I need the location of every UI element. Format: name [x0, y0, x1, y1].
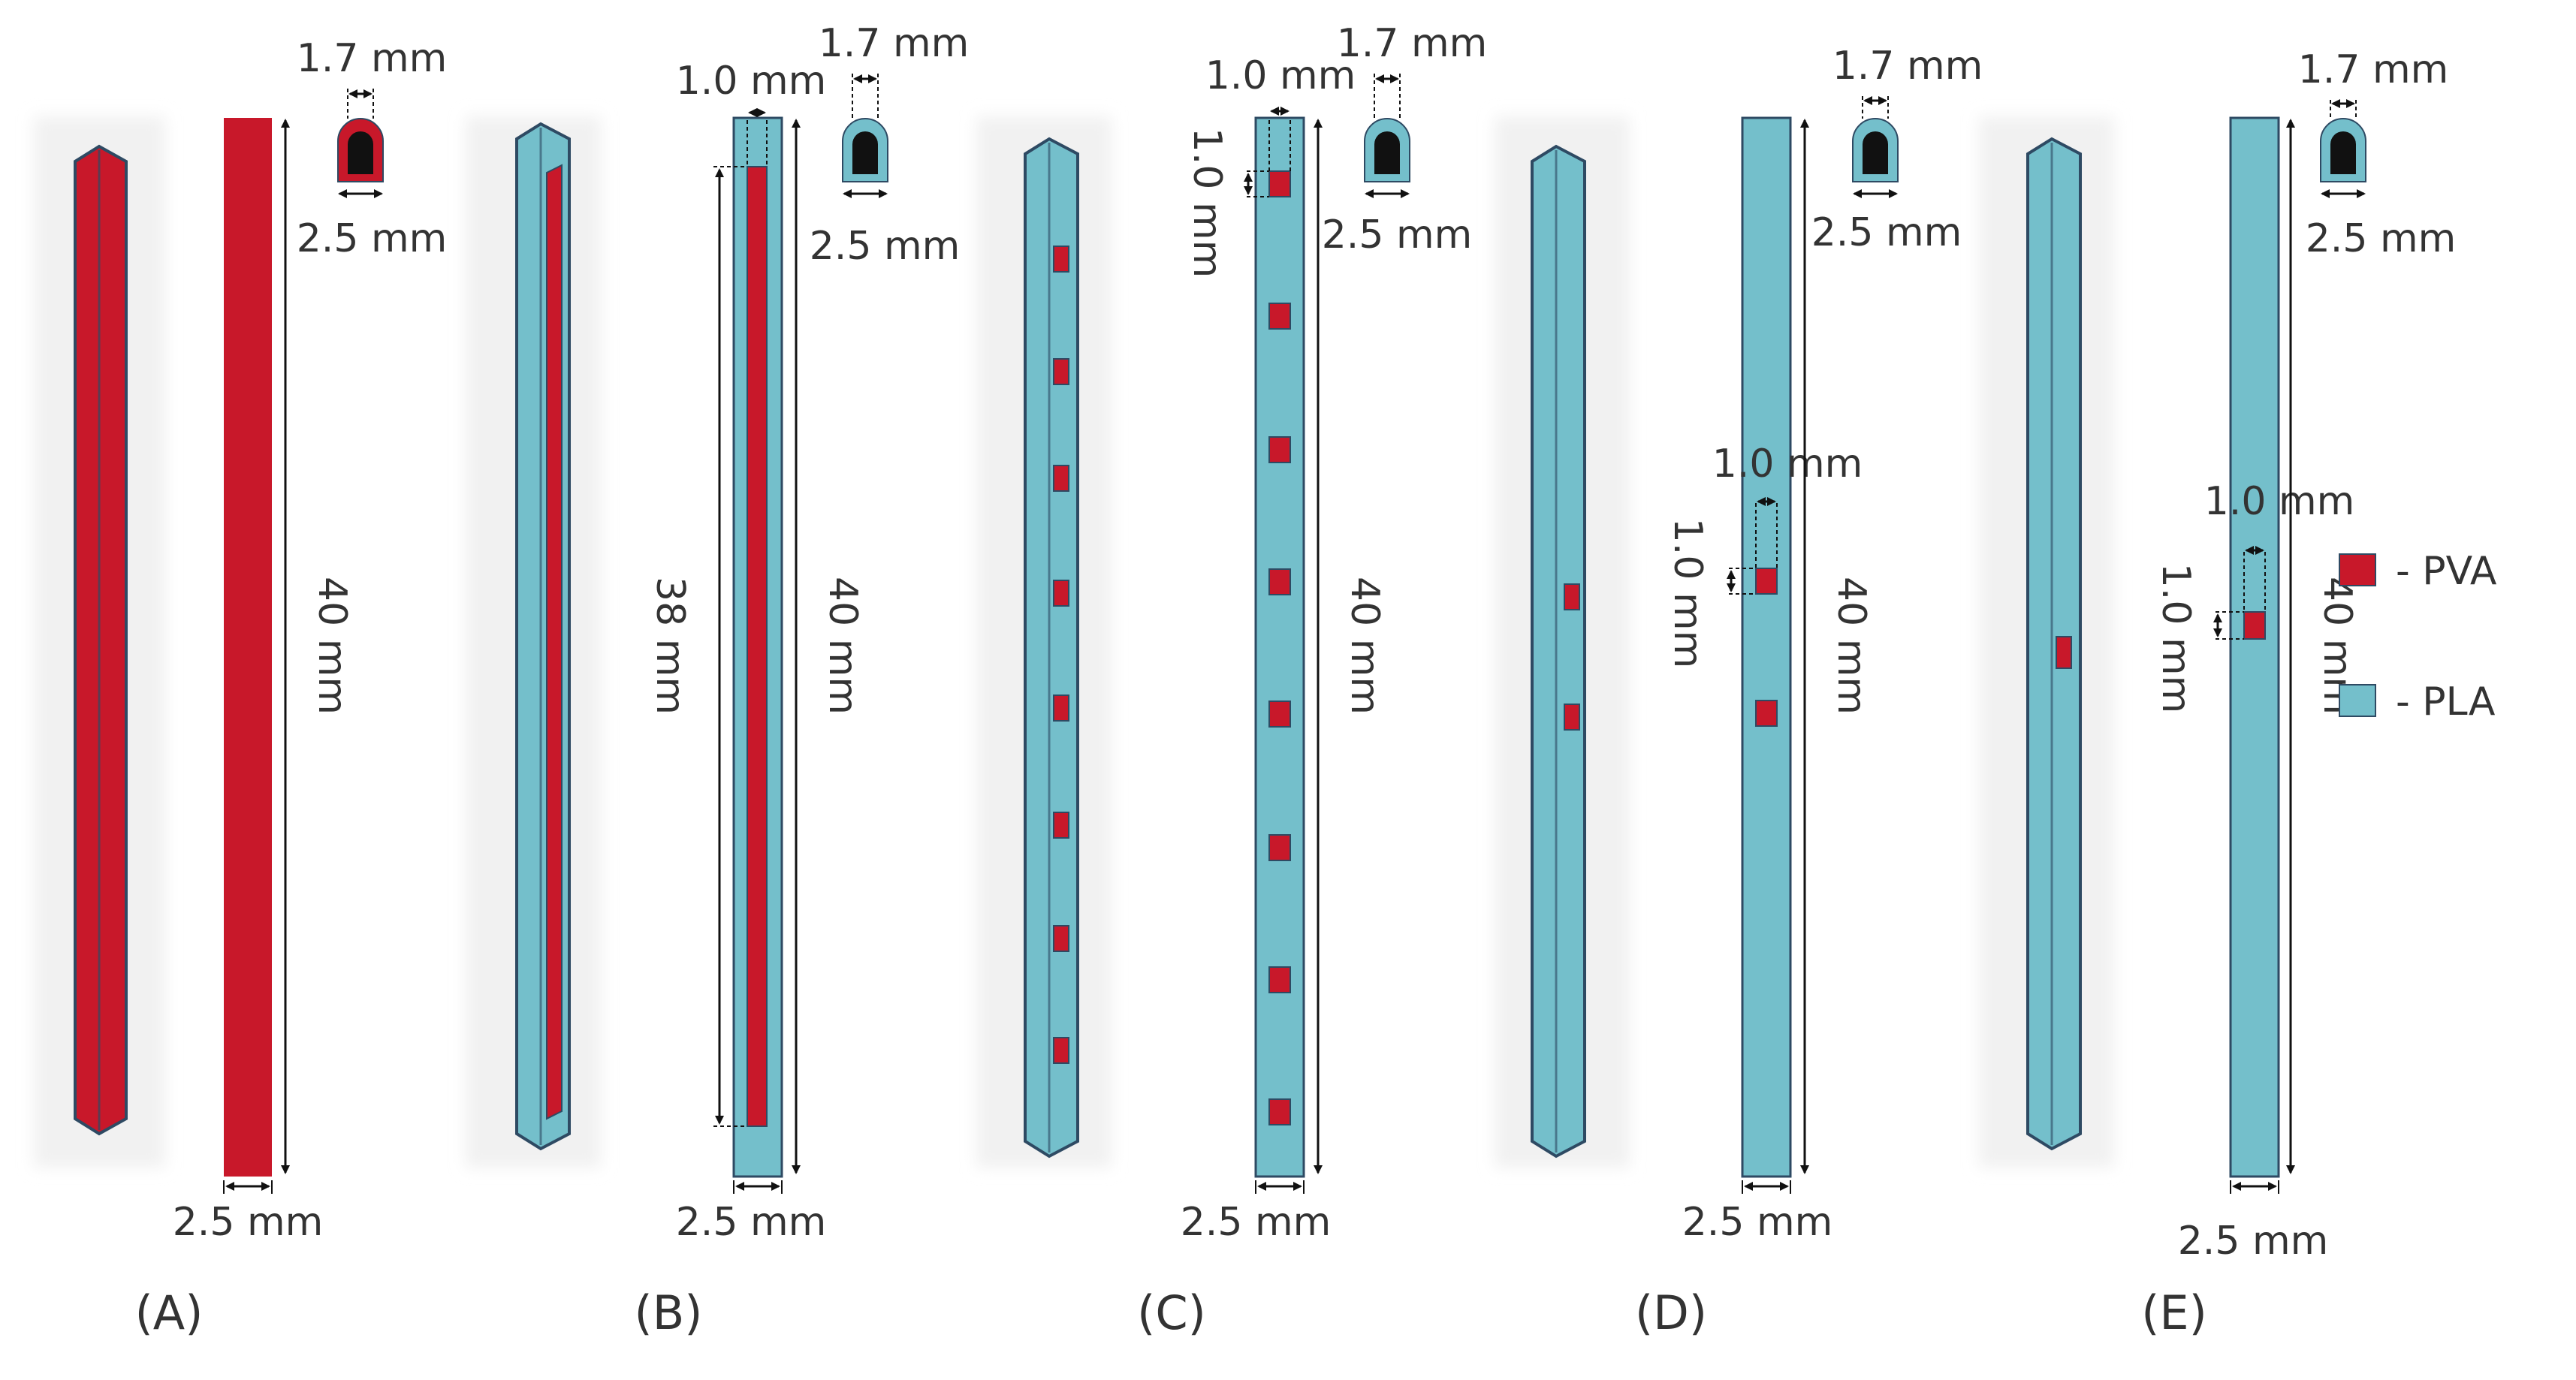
- width-label: 2.5 mm: [1181, 1200, 1332, 1245]
- square-size-label: 1.0 mm: [1184, 128, 1229, 279]
- legend: - PVA - PLA: [2339, 549, 2497, 725]
- square-offset-label: 1.0 mm: [2204, 479, 2355, 524]
- cross-section-profile: 1.7 mm 2.5 mm: [2298, 47, 2457, 261]
- top-offset-label: 1.0 mm: [1205, 53, 1356, 98]
- profile-width-label: 2.5 mm: [297, 216, 448, 261]
- legend-swatch-pva: [2339, 553, 2376, 586]
- width-label: 2.5 mm: [676, 1200, 827, 1245]
- render-insert-squares: [1053, 246, 1069, 1064]
- square-size-label: 1.0 mm: [2153, 563, 2198, 714]
- insert-square: [1268, 170, 1291, 197]
- insert-squares: [1755, 568, 1778, 727]
- length-label: 40 mm: [309, 577, 354, 715]
- rod-front-view-pla: [1254, 116, 1305, 1178]
- profile-height-label: 1.7 mm: [297, 36, 448, 81]
- render-rod-pva: [74, 144, 128, 1136]
- cross-section-profile: 1.7 mm 2.5 mm: [1322, 21, 1488, 258]
- insert-offset-label: 1.0 mm: [676, 59, 827, 104]
- panel-label-e: (E): [2141, 1285, 2207, 1340]
- panel-c: 1.0 mm 1.0 mm 40 mm 2.5 mm 1.7 mm 2.5 mm…: [976, 21, 1487, 1340]
- square-offset-label: 1.0 mm: [1712, 441, 1863, 487]
- rod-front-view-pva: [224, 118, 272, 1177]
- panel-label-d: (D): [1635, 1285, 1707, 1340]
- profile-width-label: 2.5 mm: [2306, 216, 2457, 261]
- insert-squares: [1268, 170, 1291, 1125]
- legend-label-pva: - PVA: [2396, 549, 2497, 594]
- insert-square: [2243, 611, 2266, 640]
- insert-square: [1755, 700, 1778, 727]
- profile-width-label: 2.5 mm: [810, 224, 961, 269]
- insert-square: [1755, 568, 1778, 595]
- insert-square: [1268, 303, 1291, 330]
- panel-label-a: (A): [135, 1285, 204, 1340]
- insert-square: [1268, 701, 1291, 728]
- cross-section-profile: 1.7 mm 2.5 mm: [297, 36, 448, 261]
- legend-label-pla: - PLA: [2396, 679, 2496, 725]
- panel-label-b: (B): [635, 1285, 703, 1340]
- legend-swatch-pla: [2339, 684, 2376, 717]
- panel-label-c: (C): [1137, 1285, 1206, 1340]
- insert-square: [1268, 966, 1291, 993]
- insert-pva-strip: [747, 166, 768, 1127]
- panel-b: 1.0 mm 38 mm 40 mm 2.5 mm 1.7 mm 2.5 mm …: [466, 21, 969, 1340]
- panel-e: 1.0 mm 1.0 mm 40 mm 2.5 mm 1.7 mm 2.5 mm…: [1979, 47, 2456, 1340]
- insert-square: [1268, 1098, 1291, 1125]
- profile-height-label: 1.7 mm: [1832, 44, 1983, 89]
- rod-front-view-pla: [2229, 116, 2280, 1178]
- width-label: 2.5 mm: [2178, 1219, 2329, 1264]
- render-rod-pla: [1024, 137, 1079, 1159]
- rod-front-view-pla: [1741, 116, 1792, 1178]
- length-label: 40 mm: [1829, 577, 1874, 715]
- width-label: 2.5 mm: [1682, 1200, 1833, 1245]
- profile-width-label: 2.5 mm: [1322, 212, 1473, 258]
- render-rod-pla: [2026, 137, 2082, 1151]
- render-insert-pva-strip: [546, 164, 563, 1120]
- panel-d: 1.0 mm 1.0 mm 40 mm 2.5 mm 1.7 mm 2.5 mm…: [1495, 44, 1983, 1340]
- insert-square: [1268, 568, 1291, 595]
- profile-height-label: 1.7 mm: [819, 21, 970, 66]
- insert-square: [1268, 834, 1291, 861]
- square-size-label: 1.0 mm: [1665, 518, 1710, 669]
- render-insert-squares: [1564, 583, 1580, 731]
- render-insert-square: [2056, 636, 2072, 669]
- profile-height-label: 1.7 mm: [1337, 21, 1488, 66]
- insert-square: [1268, 436, 1291, 463]
- width-label: 2.5 mm: [173, 1200, 324, 1245]
- insert-length-label: 38 mm: [647, 577, 692, 715]
- profile-width-label: 2.5 mm: [1811, 210, 1962, 255]
- render-rod-pla: [1531, 144, 1586, 1159]
- cross-section-profile: 1.7 mm 2.5 mm: [810, 21, 970, 269]
- cross-section-profile: 1.7 mm 2.5 mm: [1811, 44, 1983, 255]
- panel-a: 40 mm 2.5 mm 1.7 mm 2.5 mm (A): [34, 36, 447, 1340]
- profile-height-label: 1.7 mm: [2298, 47, 2449, 92]
- length-label: 40 mm: [1342, 577, 1387, 715]
- length-label: 40 mm: [820, 577, 865, 715]
